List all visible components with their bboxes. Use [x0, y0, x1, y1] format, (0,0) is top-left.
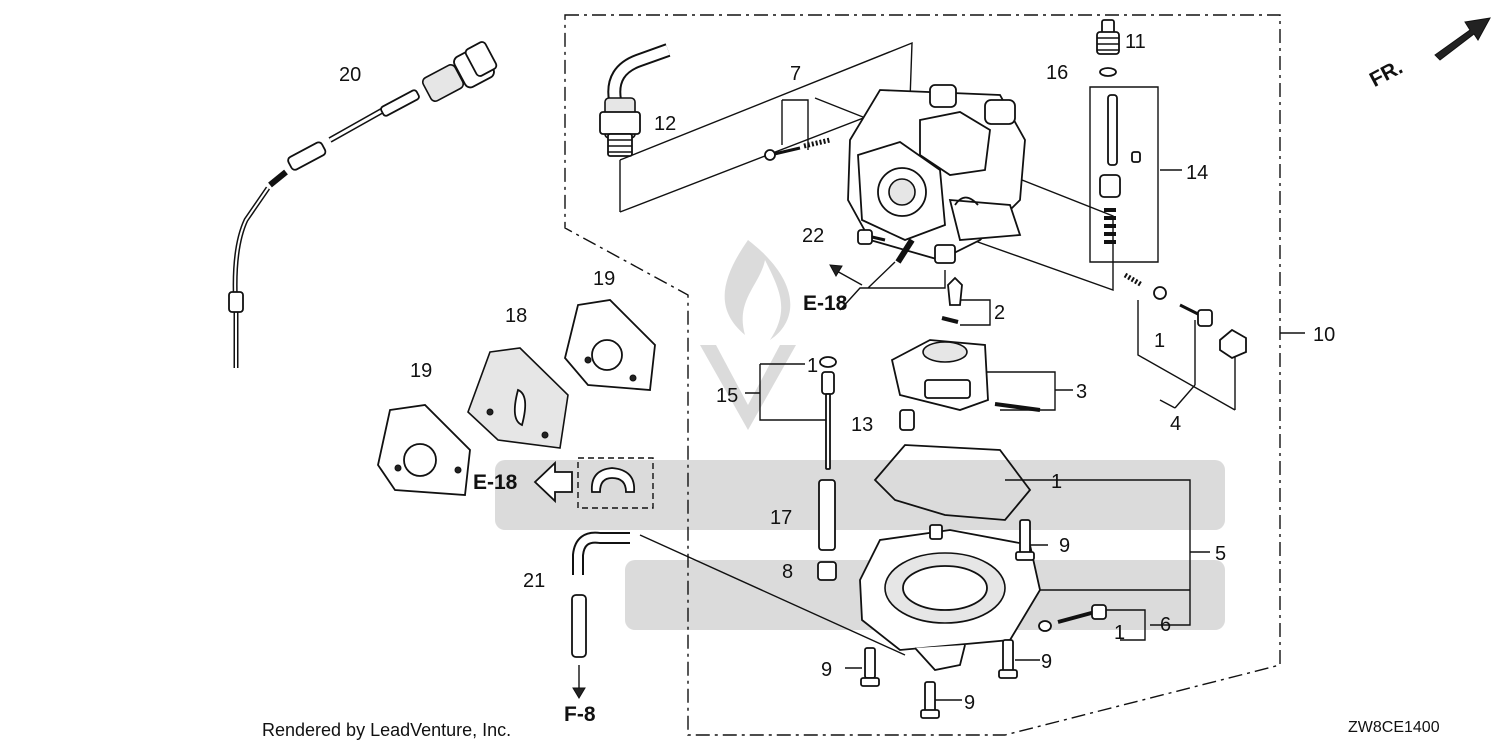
callout-13: 13 [851, 414, 873, 436]
ref-f8: F-8 [564, 703, 596, 726]
rendered-by-credit: Rendered by LeadVenture, Inc. [262, 720, 511, 740]
insulator [467, 347, 569, 449]
callout-4: 4 [1170, 413, 1181, 435]
drain-screw [1038, 604, 1107, 632]
callout-15: 15 [716, 385, 738, 407]
callout-9-left: 9 [821, 659, 832, 681]
callout-21: 21 [523, 570, 545, 592]
callout-17: 17 [770, 507, 792, 529]
carburetor-body [847, 84, 1026, 264]
e18-left-arrow [533, 457, 654, 509]
fuel-tube [571, 531, 630, 699]
callout-1-drain: 1 [1114, 622, 1125, 644]
callout-22: 22 [802, 225, 824, 247]
callout-1-jet: 1 [807, 355, 818, 377]
callout-16: 16 [1046, 62, 1068, 84]
gasket-right [564, 299, 656, 391]
callout-11: 11 [1125, 31, 1146, 53]
callout-10: 10 [1313, 324, 1335, 346]
float [890, 339, 1041, 412]
callout-9-upper: 9 [1059, 535, 1070, 557]
float-needle [941, 276, 963, 324]
jet-needle-parts [1096, 19, 1141, 244]
screw-22 [857, 229, 886, 245]
callout-labels: 20 7 12 11 16 14 22 E-18 2 1 10 19 18 19… [339, 31, 1335, 726]
callout-18: 18 [505, 305, 527, 327]
callout-19-left: 19 [410, 360, 432, 382]
idle-screw-set [1123, 272, 1247, 360]
callout-1-gasket: 1 [1051, 471, 1062, 493]
ref-e18-top: E-18 [803, 292, 848, 315]
callout-19-right: 19 [593, 268, 615, 290]
callout-12: 12 [654, 113, 676, 135]
ref-e18-left: E-18 [473, 471, 518, 494]
callout-6: 6 [1160, 614, 1171, 636]
main-jet-parts [817, 356, 915, 581]
callout-9-right: 9 [1041, 651, 1052, 673]
callout-9-bottom: 9 [964, 692, 975, 714]
assembly-boundary [564, 14, 1281, 736]
callout-2: 2 [994, 302, 1005, 324]
callout-14: 14 [1186, 162, 1208, 184]
pilot-screw [764, 137, 831, 161]
e18-top-arrow [829, 264, 863, 286]
callout-3: 3 [1076, 381, 1087, 403]
gasket-left [377, 404, 471, 496]
float-chamber [859, 444, 1041, 671]
diagram-code: ZW8CE1400 [1348, 719, 1440, 736]
choke-cable [228, 41, 498, 368]
direction-label: FR. [1366, 56, 1407, 92]
callout-5: 5 [1215, 543, 1226, 565]
callout-8: 8 [782, 561, 793, 583]
hose-elbow [599, 43, 671, 157]
callout-20: 20 [339, 64, 361, 86]
callout-1-idle: 1 [1154, 330, 1165, 352]
leader-lines [619, 41, 1305, 701]
callout-7: 7 [790, 63, 801, 85]
front-direction-marker: FR. [1366, 17, 1491, 92]
bolts-9 [860, 519, 1035, 719]
